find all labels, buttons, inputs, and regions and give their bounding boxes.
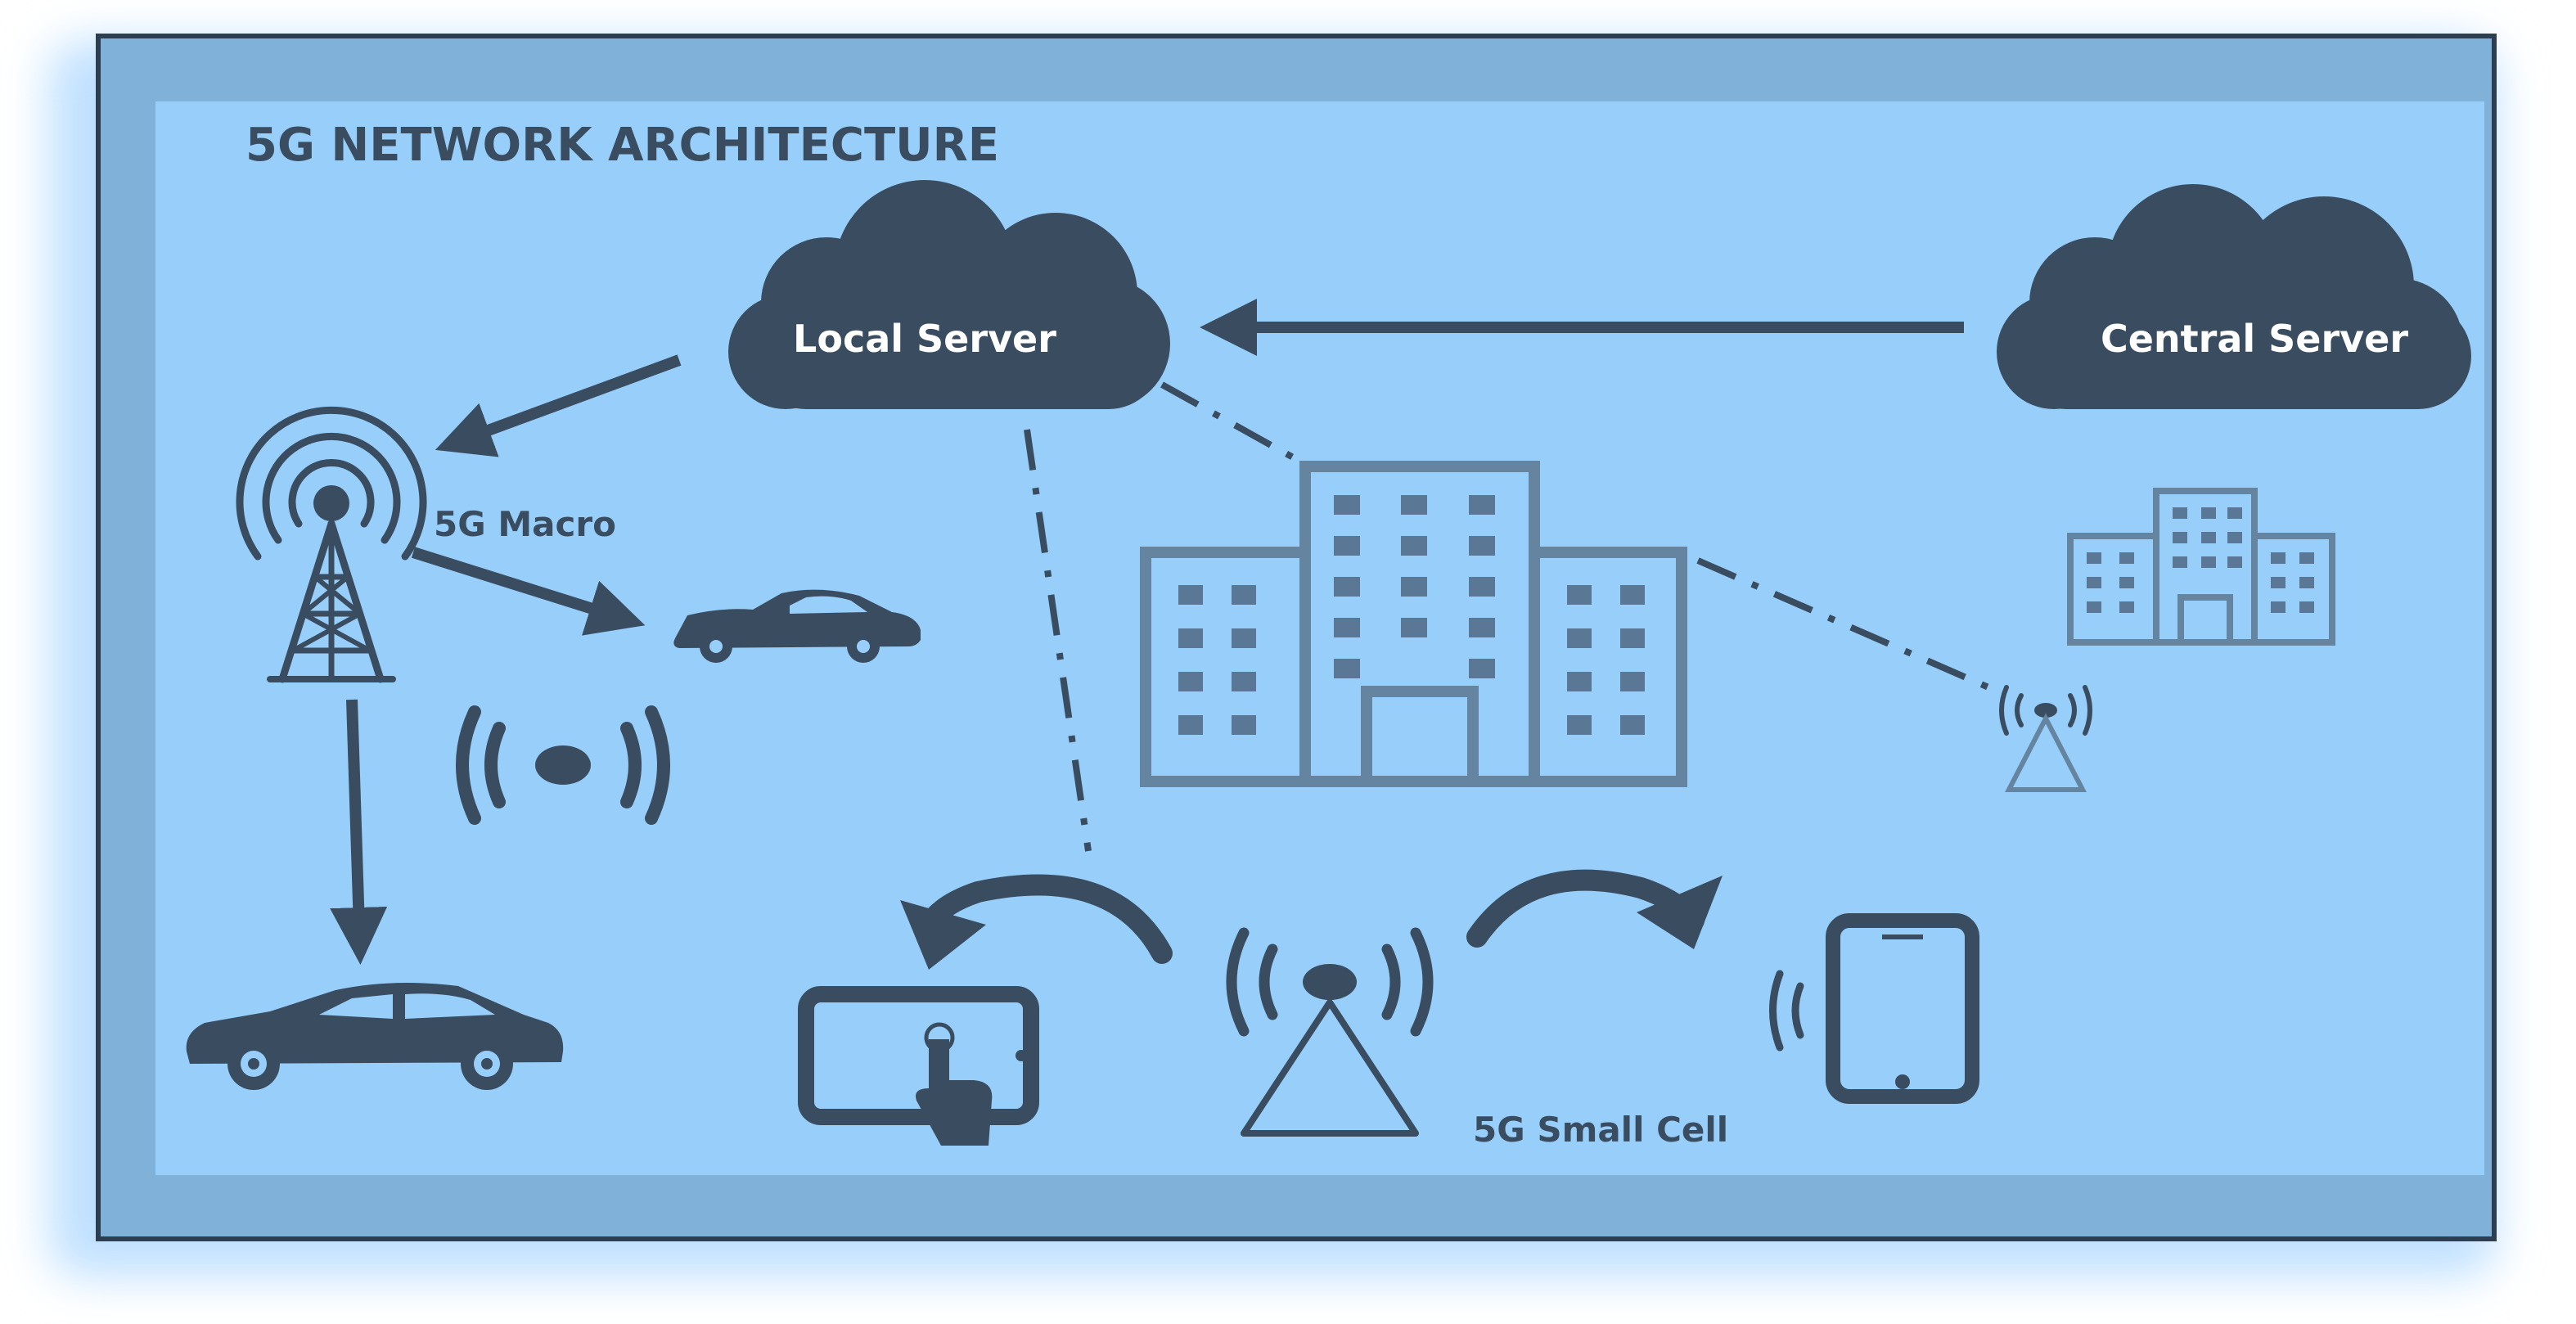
wireless-signal-icon: [1769, 970, 1804, 1052]
central-server-cloud: Central Server: [1997, 184, 2471, 409]
small-cell: 5G Small Cell: [1226, 927, 1728, 1150]
wireless-links: [1024, 381, 1990, 852]
small-antenna-right: [1999, 685, 2092, 792]
arrow-macro-to-car-large: [330, 699, 388, 965]
macro-label: 5G Macro: [434, 504, 616, 544]
diagram-title: 5G NETWORK ARCHITECTURE: [245, 119, 999, 172]
connection-arrows: [330, 299, 1964, 965]
macro-tower: 5G Macro: [236, 406, 616, 683]
car-small: [673, 589, 921, 663]
curved-arrow-right: [1466, 869, 1723, 949]
smartphone-device: [1769, 913, 1979, 1104]
cloud-icon: [1997, 184, 2471, 409]
cloud-icon: [728, 180, 1170, 409]
wireless-signal-icon: [456, 705, 670, 825]
building-windows: [1178, 495, 1645, 735]
local-server-cloud: Local Server: [728, 180, 1170, 409]
central-server-label: Central Server: [2101, 317, 2408, 361]
link-local-to-tablet: [1024, 429, 1092, 852]
curved-arrow-icon: [918, 874, 1173, 964]
link-building-to-antenna: [1696, 557, 1990, 691]
office-building-icon: [1140, 461, 1687, 787]
arrow-local-to-macro: [435, 354, 682, 457]
curved-arrow-left: [900, 874, 1173, 970]
tablet-device: [798, 986, 1039, 1146]
office-building-small: [2067, 488, 2335, 646]
link-local-to-building: [1160, 381, 1311, 470]
office-building-icon: [2067, 488, 2335, 646]
arrow-macro-to-car-small: [411, 547, 646, 636]
building-windows: [2087, 507, 2314, 613]
office-building-main: [1140, 461, 1687, 787]
car-large: [186, 983, 564, 1090]
small-cell-label: 5G Small Cell: [1473, 1110, 1728, 1150]
cell-tower-icon: [236, 406, 427, 683]
small-cell-antenna-icon: [1999, 685, 2092, 792]
tablet-touch-icon: [798, 986, 1039, 1146]
smartphone-icon: [1826, 913, 1979, 1104]
local-server-label: Local Server: [793, 317, 1056, 361]
small-cell-antenna-icon: [1226, 927, 1434, 1137]
